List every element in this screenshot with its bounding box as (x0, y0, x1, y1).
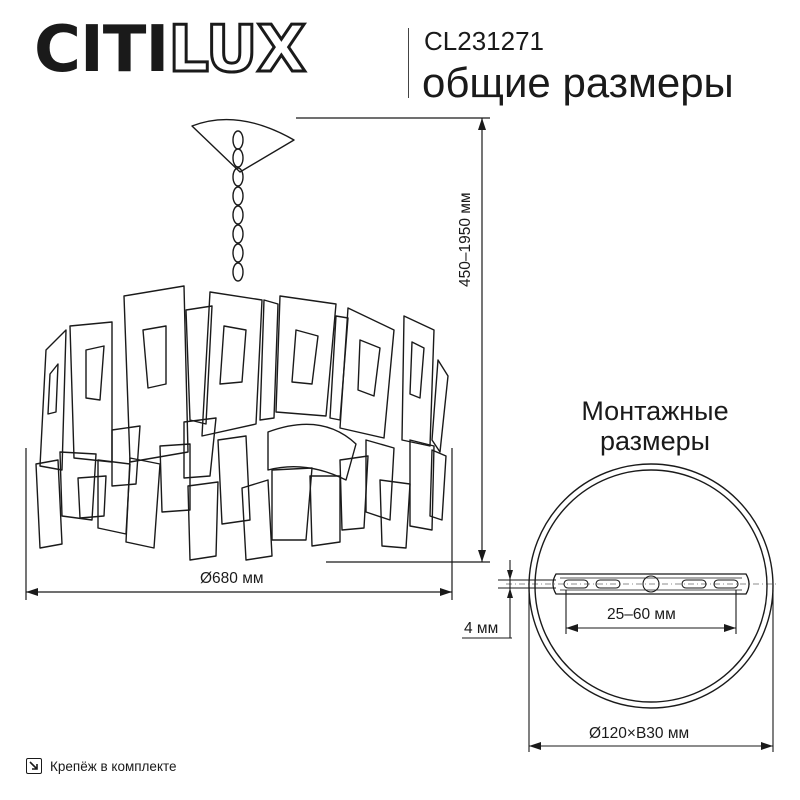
diameter-label: Ø680 мм (197, 570, 267, 588)
mounting-title-line2: размеры (599, 426, 711, 456)
mounting-title-line1: Монтажные (581, 396, 729, 426)
brand-logo-part1: CITI (34, 13, 169, 87)
suspension-chain (232, 130, 244, 282)
chandelier-body (35, 285, 449, 561)
mount-inner-circle (534, 469, 768, 703)
height-label: 450–1950 мм (457, 192, 474, 287)
mount-bar (552, 573, 750, 595)
mounting-title: Монтажные размеры (540, 396, 770, 456)
mount-outer-circle (528, 463, 774, 709)
ceiling-canopy (191, 118, 295, 173)
brand-logo: CITILUX (34, 17, 308, 84)
mount-kit-icon (26, 758, 42, 774)
header-divider (408, 28, 409, 98)
spacing-label: 25–60 мм (604, 606, 679, 624)
footer-note: Крепёж в комплекте (26, 758, 177, 774)
gap-label: 4 мм (464, 620, 499, 637)
mount-diameter-label: Ø120×В30 мм (586, 725, 693, 743)
model-number: CL231271 (424, 26, 544, 56)
page-subtitle: общие размеры (422, 59, 734, 106)
footer-note-text: Крепёж в комплекте (50, 758, 177, 774)
brand-logo-part2: LUX (167, 13, 308, 87)
